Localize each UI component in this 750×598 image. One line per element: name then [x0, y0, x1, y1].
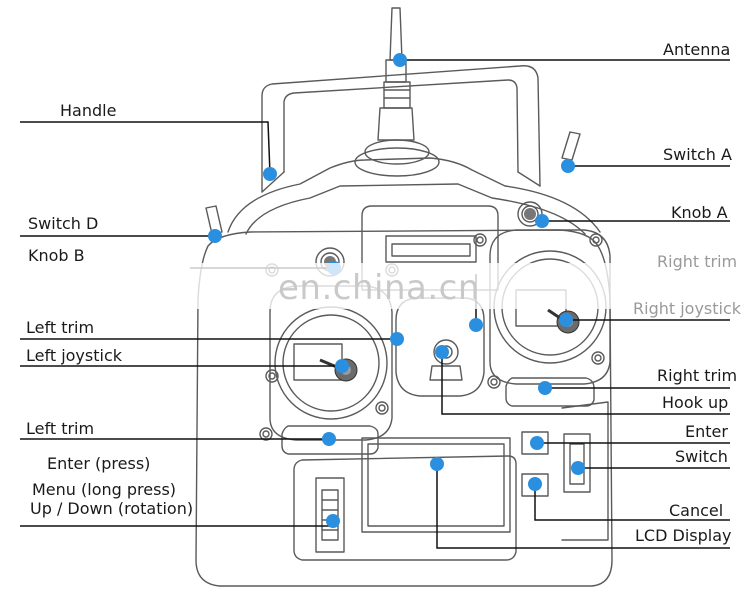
marker-right-trim-lower — [538, 381, 552, 395]
leader-handle — [20, 121, 271, 175]
label-enter: Enter — [685, 422, 728, 441]
label-switch: Switch — [675, 447, 728, 466]
leader-lines — [20, 59, 730, 549]
marker-switch-d — [208, 229, 222, 243]
leader-hook-up — [441, 352, 730, 415]
label-left-trim-lower: Left trim — [26, 419, 95, 438]
label-right-trim-top: Right trim — [657, 252, 738, 271]
label-lcd-display: LCD Display — [635, 526, 732, 545]
label-handle: Handle — [60, 101, 117, 120]
watermark: en.china.cn — [278, 268, 480, 308]
antenna-shape — [354, 7, 440, 177]
marker-left-joystick — [335, 359, 349, 373]
marker-cancel — [528, 477, 542, 491]
label-up-down-rotation: Up / Down (rotation) — [30, 499, 194, 518]
label-antenna: Antenna — [663, 40, 731, 59]
label-switch-a: Switch A — [663, 145, 732, 164]
marker-knob-a — [535, 214, 549, 228]
marker-up-down — [326, 514, 340, 528]
marker-hook-up — [435, 345, 449, 359]
marker-left-trim-upper — [390, 332, 404, 346]
shoulder-shape — [227, 157, 601, 233]
handle-shape — [261, 65, 541, 193]
marker-handle — [263, 167, 277, 181]
label-right-trim-lower: Right trim — [657, 366, 738, 385]
marker-switch-a — [561, 159, 575, 173]
label-right-joystick: Right joystick — [633, 299, 742, 318]
label-knob-a: Knob A — [671, 203, 728, 222]
label-left-trim-upper: Left trim — [26, 318, 95, 337]
marker-switch — [571, 461, 585, 475]
callout-markers — [208, 53, 585, 528]
marker-lcd-display — [430, 457, 444, 471]
marker-antenna — [393, 53, 407, 67]
label-switch-d: Switch D — [28, 214, 99, 233]
marker-right-joystick — [559, 313, 573, 327]
leader-cancel — [534, 484, 730, 521]
body-shape — [195, 229, 613, 587]
label-cancel: Cancel — [669, 501, 724, 520]
marker-right-trim-top — [469, 318, 483, 332]
label-menu-long-press: Menu (long press) — [32, 480, 177, 499]
marker-left-trim-lower — [322, 432, 336, 446]
label-enter-press: Enter (press) — [47, 454, 151, 473]
label-hook-up: Hook up — [662, 393, 729, 412]
label-knob-b: Knob B — [28, 246, 85, 265]
leader-lcd-display — [436, 464, 730, 549]
marker-enter — [530, 436, 544, 450]
watermark-band — [188, 263, 748, 309]
label-left-joystick: Left joystick — [26, 346, 123, 365]
